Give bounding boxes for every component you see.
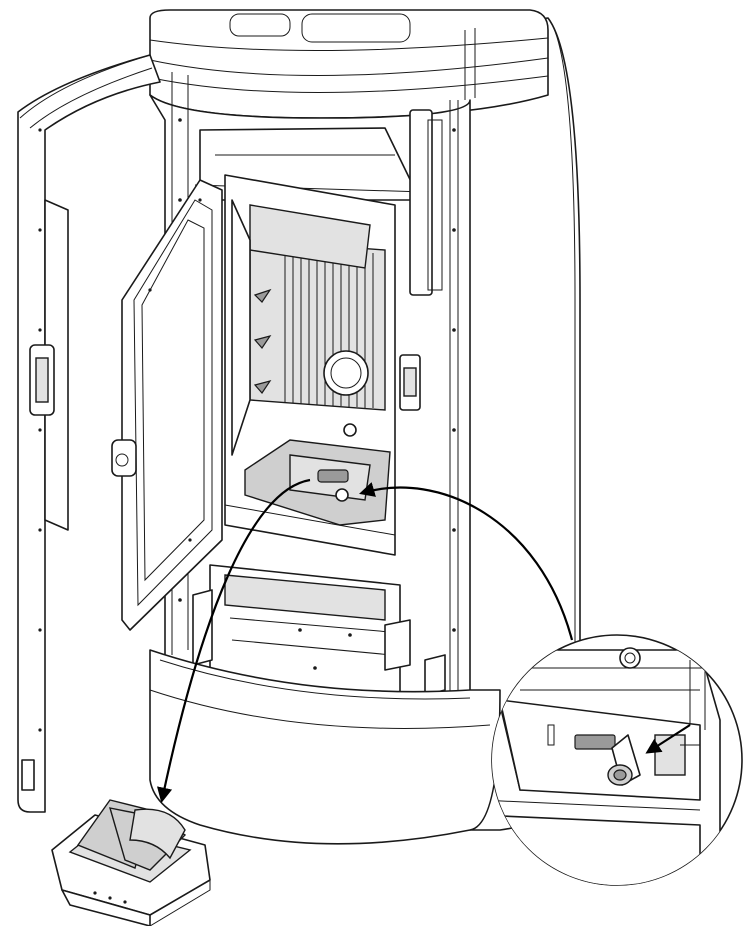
open-side-panel-icon: [17, 54, 161, 813]
detail-magnifier-icon: [491, 634, 743, 886]
firebox-ribs: [284, 248, 374, 408]
detail-pull-arrow-icon: [645, 724, 691, 754]
callout-arrow-icon: [359, 482, 574, 641]
arrow-icon: [157, 478, 574, 804]
ash-pan-icon: [51, 799, 211, 926]
open-glass-door-icon: [111, 179, 223, 631]
stove-body-icon: [149, 9, 581, 845]
removal-arrow-icon: [157, 478, 311, 804]
